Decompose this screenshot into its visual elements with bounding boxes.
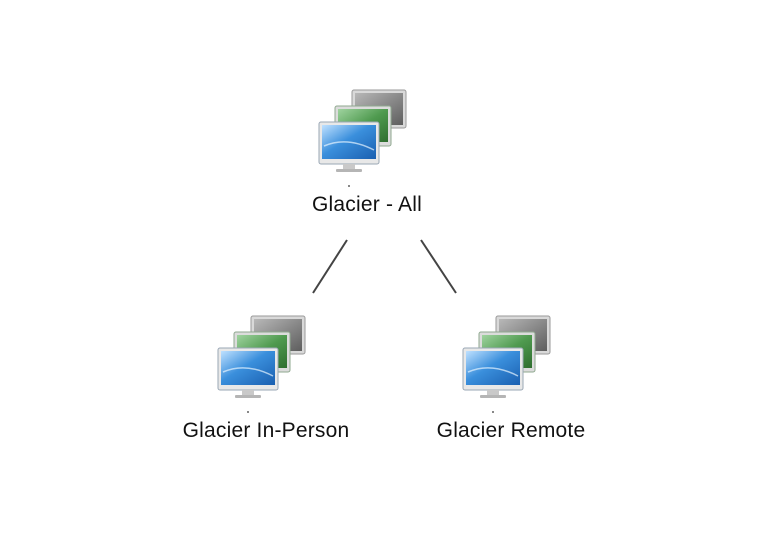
node-glacier-in-person[interactable]: Glacier In-Person: [156, 314, 376, 444]
computer-group-icon: [216, 314, 316, 414]
connector-root-to-in-person: [312, 239, 348, 294]
node-glacier-remote[interactable]: Glacier Remote: [401, 314, 621, 444]
computer-group-icon: [461, 314, 561, 414]
node-glacier-all[interactable]: Glacier - All: [257, 88, 477, 218]
node-label-glacier-all: Glacier - All: [312, 193, 422, 216]
computer-group-icon: [317, 88, 417, 188]
node-label-glacier-in-person: Glacier In-Person: [182, 419, 350, 442]
connector-root-to-remote: [420, 239, 457, 294]
node-label-glacier-remote: Glacier Remote: [436, 419, 586, 442]
